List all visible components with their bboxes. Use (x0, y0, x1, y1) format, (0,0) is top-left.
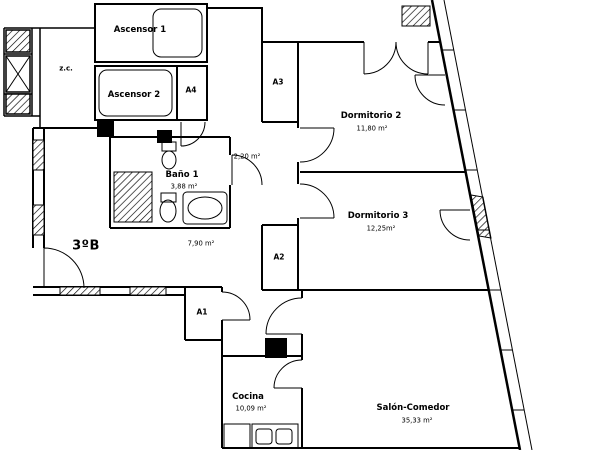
left-structures (3, 27, 95, 128)
room-label-salon: Salón-Comedor (376, 402, 450, 413)
kitchen-door (273, 359, 303, 389)
room-label-cocina: Cocina (232, 391, 264, 402)
facade-diagonal (430, 0, 533, 450)
room-area-dormitorio2: 11,80 m² (356, 124, 388, 133)
a4-door (180, 121, 206, 147)
room-label-ascensor2: Ascensor 2 (107, 89, 161, 100)
toilet-icon (161, 150, 177, 170)
room-area-cocina: 10,09 m² (235, 404, 267, 413)
room-label-a4: A4 (185, 85, 197, 95)
column-icon (157, 130, 172, 143)
wardrobe-doors (363, 41, 429, 75)
door-arcs (43, 41, 471, 389)
room-label-a1: A1 (196, 307, 208, 317)
bidet-icon (160, 192, 177, 203)
dorm3-balcony-door (439, 209, 471, 241)
bathtub-icon (187, 196, 223, 220)
entry-door (43, 247, 85, 289)
sink-icon (255, 428, 273, 445)
room-label-a3: A3 (272, 77, 284, 87)
room-area-dormitorio3: 12,25m² (366, 224, 396, 233)
room-area-bano1: 3,88 m² (170, 182, 198, 191)
toilet-icon (161, 141, 177, 152)
room-label-bano1: Baño 1 (165, 169, 199, 180)
appliance-icon (223, 423, 251, 449)
dorm2-door (299, 127, 335, 163)
room-area-salon: 35,33 m² (401, 416, 433, 425)
room-label-dormitorio3: Dormitorio 3 (347, 210, 409, 221)
elevator-block (94, 3, 208, 121)
columns (97, 120, 287, 358)
unit-label: 3ºB (72, 238, 100, 254)
counter-icon (251, 423, 299, 449)
bathtub-icon (182, 191, 228, 225)
room-area-distribuidor: 2,20 m² (233, 152, 261, 161)
room-label-dormitorio2: Dormitorio 2 (340, 110, 402, 121)
dorm2-balcony-door (414, 74, 446, 106)
dorm3-door (299, 183, 335, 219)
kitchen-fixtures (223, 423, 299, 449)
room-label-ascensor1: Ascensor 1 (113, 24, 167, 35)
bathroom-fixtures (113, 141, 228, 225)
sink-icon (275, 428, 293, 445)
room-label-a2: A2 (273, 252, 285, 262)
room-area-pasillo: 7,90 m² (187, 239, 215, 248)
bath-door (231, 154, 263, 186)
salon-door (265, 297, 303, 335)
room-label-zc: z.c. (59, 64, 73, 73)
shower-icon (113, 171, 153, 223)
column-icon (97, 120, 114, 137)
a1-door (221, 291, 251, 321)
bidet-icon (159, 199, 177, 223)
column-icon (265, 338, 287, 358)
